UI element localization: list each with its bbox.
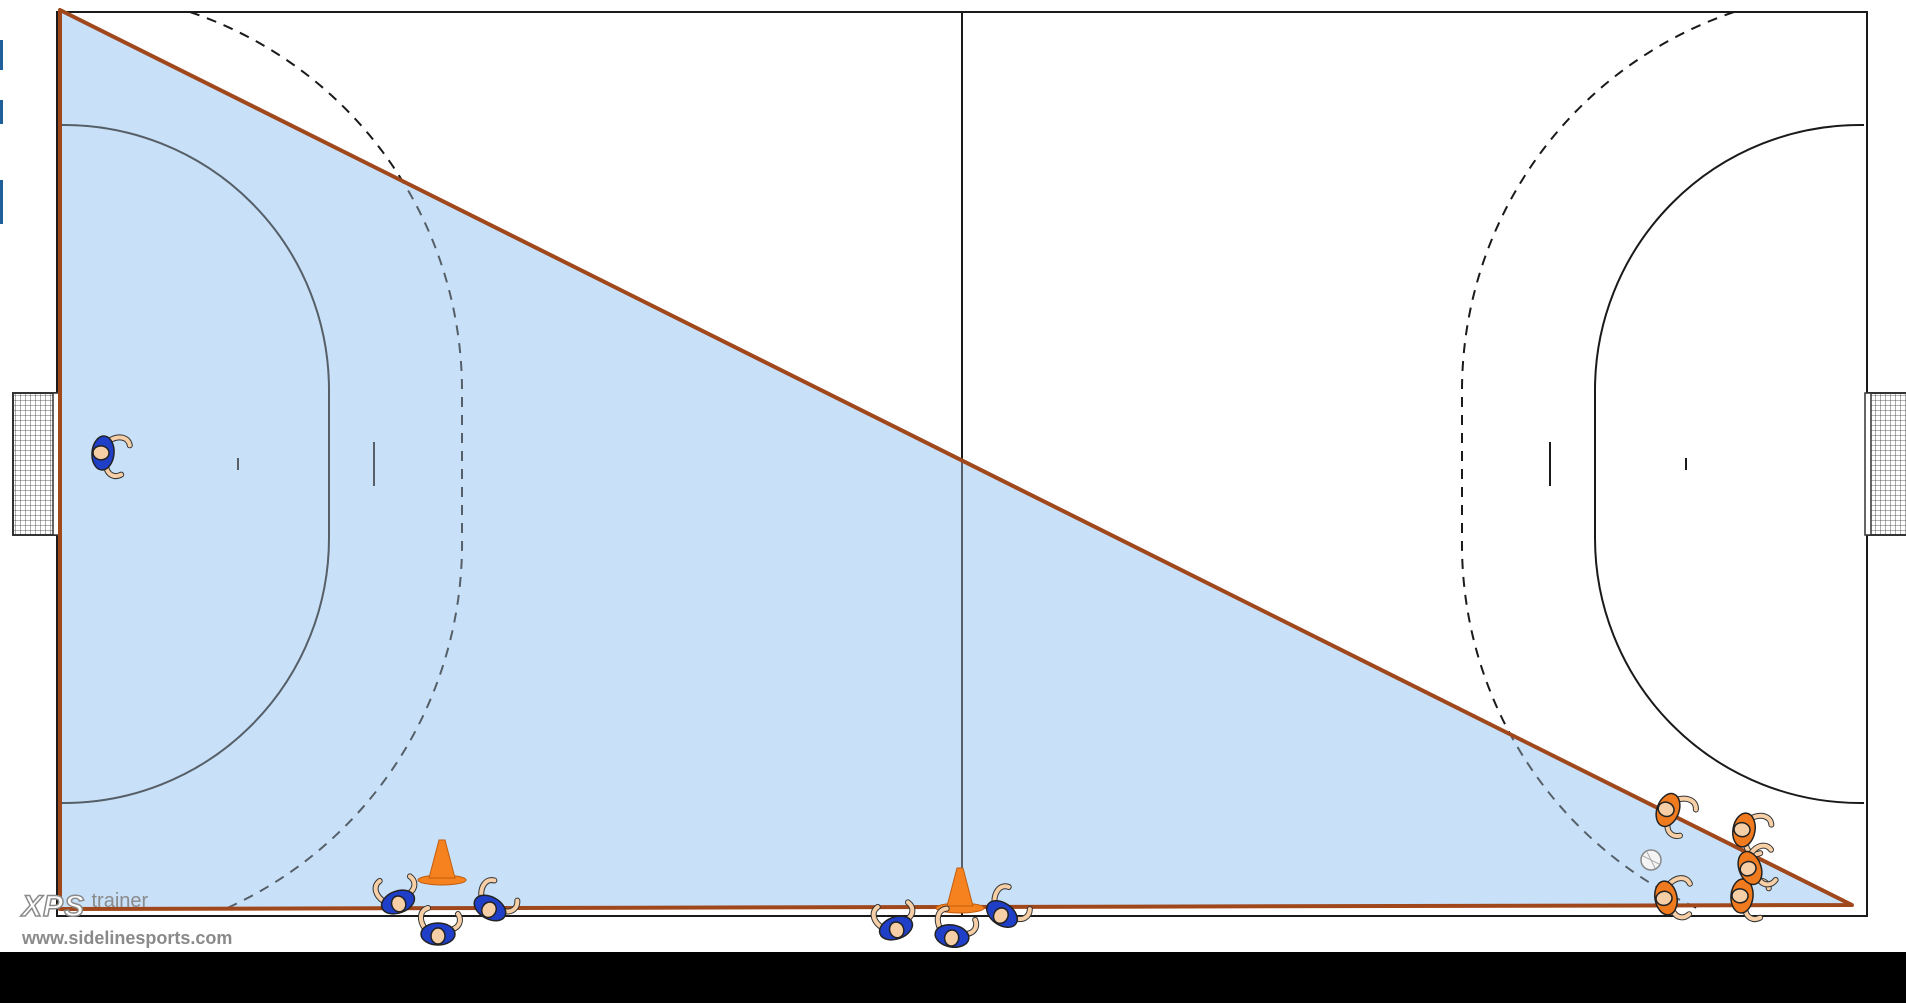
edge-accent-mid (0, 100, 3, 124)
edge-accent-top (0, 40, 3, 70)
player-blue (418, 905, 463, 946)
player-blue (934, 905, 980, 948)
player-blue (985, 883, 1033, 929)
watermark: XPS trainer www.sidelinesports.com (21, 889, 232, 948)
right-goal (1864, 392, 1906, 536)
right-goal-area-line (1594, 124, 1864, 804)
player-blue (473, 877, 521, 922)
bottom-bar (0, 952, 1906, 1003)
cone-left (417, 839, 467, 886)
watermark-sub: trainer (91, 890, 149, 912)
drill-objects (91, 434, 1779, 948)
player-blue-goalkeeper (91, 434, 133, 480)
player-orange (1655, 792, 1699, 839)
ball (1640, 849, 1662, 871)
edge-accent-low (0, 180, 3, 224)
player-orange (1654, 875, 1693, 921)
player-orange (1732, 812, 1775, 858)
player-orange (1737, 842, 1779, 888)
player-blue (870, 899, 916, 941)
left-goal-area-line (60, 124, 330, 804)
watermark-url: www.sidelinesports.com (22, 928, 233, 948)
player-blue (372, 873, 418, 915)
left-goal (12, 392, 60, 536)
watermark-logo: XPS (21, 889, 86, 924)
